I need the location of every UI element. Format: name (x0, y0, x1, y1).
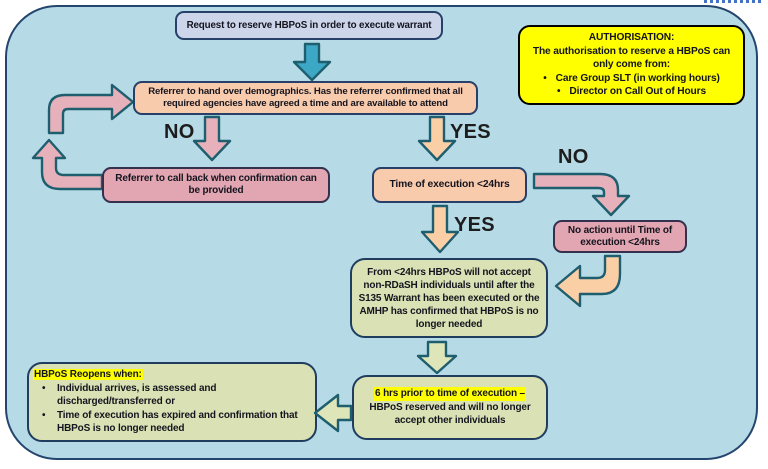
arrow-sixhrs-left-icon (313, 393, 353, 433)
six-hrs-rest: HBPoS reserved and will no longer accept… (369, 401, 531, 427)
node-callback: Referrer to call back when confirmation … (102, 167, 330, 203)
authorisation-line1: The authorisation to reserve a HBPoS can (532, 45, 731, 57)
reopens-title: HBPoS Reopens when: (33, 369, 143, 381)
node-from-24hrs: From <24hrs HBPoS will not accept non-RD… (350, 258, 548, 338)
reopens-bullet: Individual arrives, is assessed and disc… (33, 382, 311, 409)
authorisation-bullet-text: Director on Call Out of Hours (569, 86, 706, 98)
authorisation-title: AUTHORISATION: (588, 32, 675, 44)
arrow-loop-top-icon (47, 83, 135, 135)
six-hrs-highlight: 6 hrs prior to time of execution – (374, 387, 526, 401)
authorisation-bullet: Care Group SLT (in working hours) (543, 72, 720, 86)
node-demographics: Referrer to hand over demographics. Has … (133, 81, 478, 115)
arrow-request-down-icon (292, 42, 332, 82)
reopens-body: HBPoS Reopens when: Individual arrives, … (33, 368, 311, 436)
cropped-text-artifact (704, 0, 764, 3)
node-time-of-execution: Time of execution <24hrs (372, 167, 527, 203)
authorisation-bullet-text: Care Group SLT (in working hours) (555, 72, 720, 84)
node-authorisation: AUTHORISATION: The authorisation to rese… (518, 25, 745, 105)
arrow-yes1-down-icon (417, 115, 457, 162)
node-no-action-label: No action until Time of execution <24hrs (567, 224, 673, 248)
arrow-yes2-down-icon (420, 204, 460, 254)
arrow-no2-elbow-icon (532, 172, 631, 217)
node-six-hrs-prior: 6 hrs prior to time of execution – HBPoS… (352, 375, 548, 440)
node-request-label: Request to reserve HBPoS in order to exe… (186, 19, 432, 31)
authorisation-line2: only come from: (593, 59, 670, 71)
label-no-1: NO (164, 121, 195, 143)
authorisation-bullet: Director on Call Out of Hours (557, 85, 706, 99)
label-no-2: NO (558, 146, 589, 168)
node-hbpos-reopens: HBPoS Reopens when: Individual arrives, … (27, 362, 317, 442)
node-no-action: No action until Time of execution <24hrs (553, 220, 687, 253)
arrow-no1-down-icon (192, 115, 232, 162)
arrow-loop-bottom-icon (31, 138, 104, 191)
reopens-bullet: Time of execution has expired and confir… (33, 409, 311, 436)
label-yes-1: YES (450, 121, 491, 143)
node-callback-label: Referrer to call back when confirmation … (115, 173, 317, 196)
node-from-24hrs-label: From <24hrs HBPoS will not accept non-RD… (358, 266, 540, 330)
arrow-noaction-elbow-icon (554, 254, 622, 308)
node-request-reserve: Request to reserve HBPoS in order to exe… (175, 11, 443, 40)
node-demographics-label: Referrer to hand over demographics. Has … (148, 86, 463, 109)
label-yes-2: YES (454, 214, 495, 236)
arrow-from24-down-icon (416, 340, 458, 375)
node-time-label: Time of execution <24hrs (389, 179, 510, 190)
